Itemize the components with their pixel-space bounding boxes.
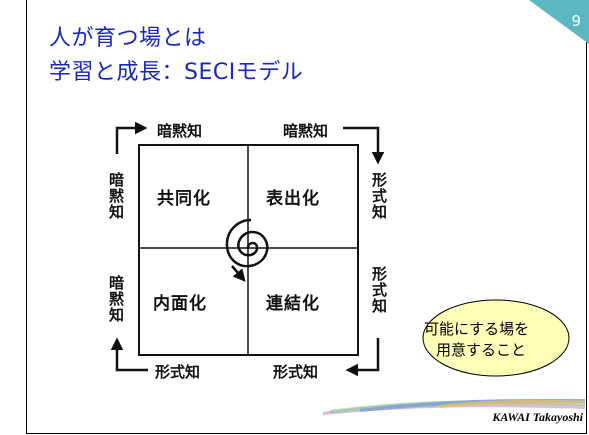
callout-line1: 可能にする場を bbox=[424, 320, 530, 338]
label-left-top: 暗黙知 bbox=[107, 172, 125, 220]
author-credit: KAWAI Takayoshi bbox=[492, 410, 583, 424]
quadrant-externalization: 表出化 bbox=[266, 189, 320, 209]
spiral-arrow bbox=[231, 265, 246, 282]
callout-ellipse bbox=[422, 299, 570, 377]
arrow-bottom-right bbox=[345, 338, 380, 377]
slide-frame bbox=[26, 0, 587, 434]
knowledge-spiral bbox=[225, 218, 269, 268]
arrow-top-right bbox=[343, 126, 385, 165]
slide-title-line1: 人が育つ場とは bbox=[49, 26, 207, 51]
label-bottom-left: 形式知 bbox=[155, 363, 201, 381]
page-corner-tab bbox=[529, 0, 589, 44]
label-right-bottom: 形式知 bbox=[370, 266, 388, 314]
quadrant-internalization: 内面化 bbox=[153, 294, 207, 314]
quadrant-socialization: 共同化 bbox=[157, 189, 211, 209]
slide-title-line2: 学習と成長：SECIモデル bbox=[49, 60, 304, 85]
label-left-bottom: 暗黙知 bbox=[107, 275, 125, 323]
label-top-right: 暗黙知 bbox=[283, 122, 329, 140]
arrow-top-left bbox=[115, 121, 148, 154]
callout-line2: 用意すること bbox=[436, 341, 527, 359]
label-top-left: 暗黙知 bbox=[157, 122, 203, 140]
label-right-top: 形式知 bbox=[370, 172, 388, 220]
arrow-bottom-left bbox=[110, 337, 148, 372]
label-bottom-right: 形式知 bbox=[273, 363, 319, 381]
quadrant-combination: 連結化 bbox=[266, 294, 320, 314]
page-number: 9 bbox=[571, 12, 581, 30]
decorative-streak bbox=[323, 398, 585, 415]
